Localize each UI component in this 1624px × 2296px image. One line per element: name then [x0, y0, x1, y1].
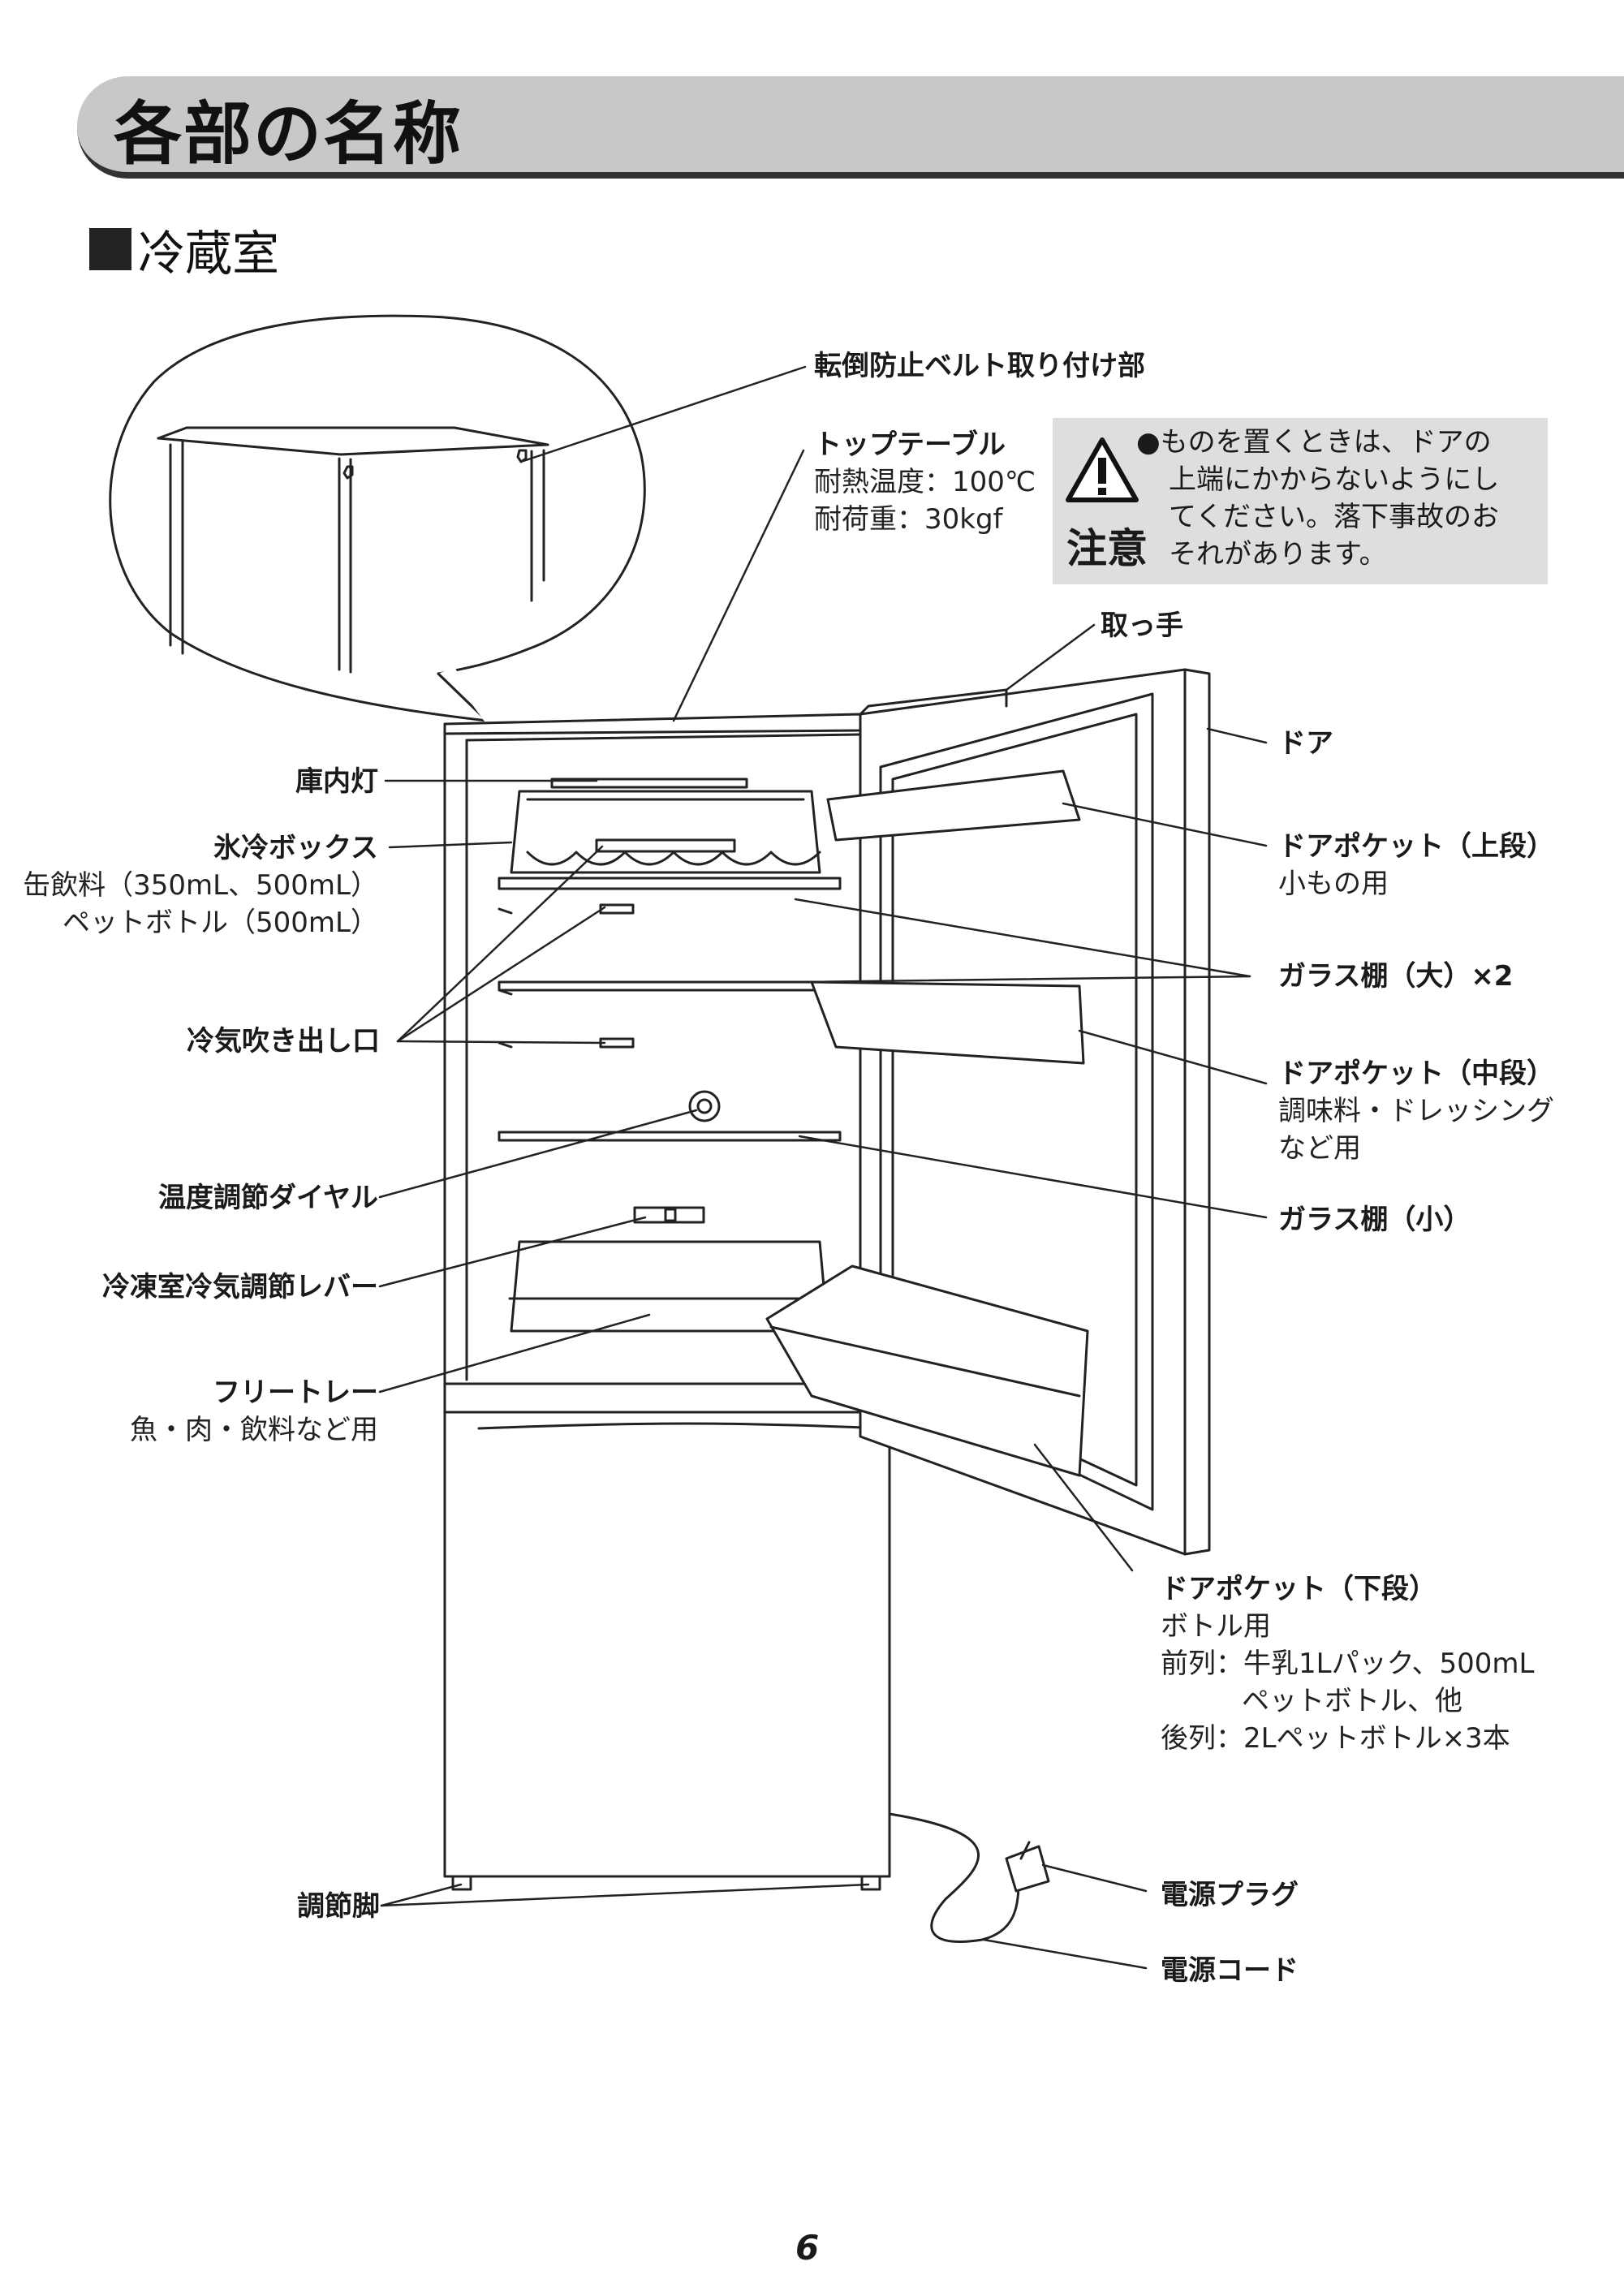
- label-freezer-lever: 冷凍室冷気調節レバー: [102, 1271, 378, 1303]
- warning-triangle-icon: [1066, 437, 1139, 502]
- section-heading: 冷蔵室: [89, 215, 279, 283]
- section-title: 冷蔵室: [138, 226, 280, 281]
- label-adjust-foot: 調節脚: [297, 1890, 380, 1923]
- page-title: 各部の名称: [114, 94, 463, 174]
- label-top-table: トップテーブル 耐熱温度：100℃ 耐荷重：30kgf: [814, 429, 1036, 536]
- leader-lines: [378, 365, 1268, 1970]
- label-power-cord: 電源コード: [1161, 1954, 1299, 1987]
- label-door-pocket-middle: ドアポケット（中段） 調味料・ドレッシング など用: [1278, 1058, 1554, 1165]
- label-ice-box: 氷冷ボックス 缶飲料（350mL、500mL） ペットボトル（500mL）: [23, 832, 378, 939]
- label-interior-light: 庫内灯: [295, 765, 378, 798]
- power-cord-art: [888, 1812, 1050, 1944]
- label-free-tray: フリートレー 魚・肉・飲料など用: [130, 1376, 378, 1446]
- detail-callout-bubble: [109, 314, 646, 723]
- caution-text: ●ものを置くときは、ドアの 上端にかからないようにし てください。落下事故のお …: [1136, 426, 1500, 571]
- label-door-pocket-upper: ドアポケット（上段） 小もの用: [1278, 830, 1554, 900]
- label-glass-shelf-small: ガラス棚（小）: [1278, 1204, 1471, 1236]
- label-door-pocket-lower: ドアポケット（下段） ボトル用 前列：牛乳1Lパック、500mL ペットボトル、…: [1161, 1573, 1535, 1755]
- label-glass-shelf-large: ガラス棚（大）×2: [1278, 960, 1514, 993]
- label-power-plug: 電源プラグ: [1161, 1879, 1299, 1911]
- caution-word: 注意: [1066, 525, 1148, 572]
- label-temp-dial: 温度調節ダイヤル: [158, 1182, 378, 1214]
- label-tentou-belt: 転倒防止ベルト取り付け部: [814, 350, 1145, 382]
- label-door: ドア: [1278, 727, 1333, 760]
- page-number: 6: [795, 2228, 820, 2268]
- label-cold-air-outlet: 冷気吹き出し口: [187, 1025, 380, 1058]
- square-bullet-icon: [89, 228, 131, 270]
- label-handle: 取っ手: [1101, 610, 1183, 642]
- door-outline: [765, 668, 1211, 1556]
- title-bar: [77, 76, 1624, 179]
